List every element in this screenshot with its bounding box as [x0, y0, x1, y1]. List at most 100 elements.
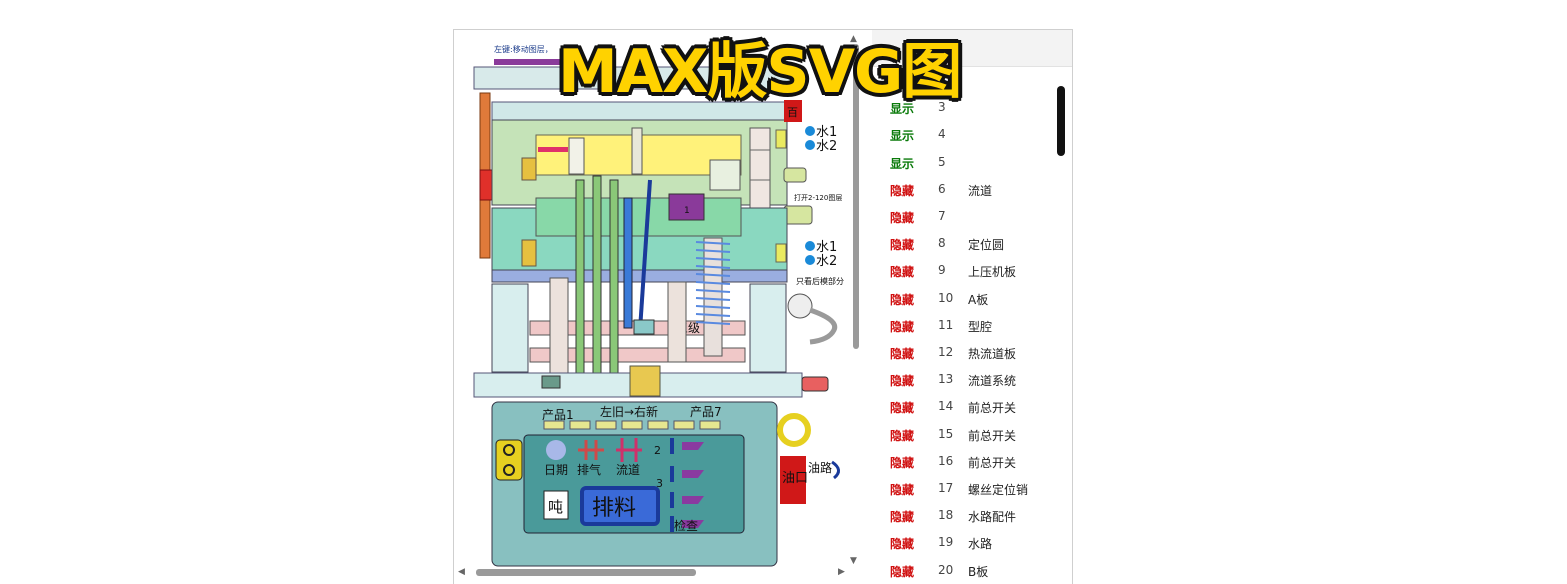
layer-panel-header: [872, 30, 1072, 67]
discharge-label: 排料: [592, 496, 636, 521]
knob-1[interactable]: [503, 444, 515, 456]
layer-visibility-toggle[interactable]: 隐藏: [890, 265, 915, 280]
panel-side-button[interactable]: [495, 439, 523, 481]
layer-number: 4: [938, 127, 946, 142]
support-pillar: [667, 281, 687, 363]
layer-visibility-toggle[interactable]: 隐藏: [890, 537, 915, 552]
date-label: 日期: [544, 463, 568, 477]
discharge-button[interactable]: [580, 486, 660, 526]
svg-canvas[interactable]: 左键:移动图层， 百: [454, 30, 854, 570]
layer-name: 前总开关: [968, 428, 1017, 443]
order-label: 左旧→右新: [600, 404, 658, 419]
layer-visibility-toggle[interactable]: 隐藏: [890, 183, 915, 198]
layer-visibility-toggle[interactable]: 隐藏: [890, 401, 915, 416]
vertical-scroll-thumb[interactable]: [853, 44, 859, 349]
lifter-base: [633, 319, 655, 335]
scroll-right-icon[interactable]: ▶: [838, 567, 845, 577]
n3-label: 3: [656, 477, 663, 490]
product-slots[interactable]: [543, 420, 721, 430]
layer-name: 水路配件: [968, 510, 1017, 525]
layer-name: 定位圆: [968, 238, 1005, 253]
layer-number: 19: [938, 535, 954, 550]
layer-visibility-toggle[interactable]: 隐藏: [890, 374, 915, 389]
scroll-up-icon[interactable]: ▲: [850, 34, 857, 44]
vertical-scrollbar[interactable]: ▲ ▼: [850, 34, 860, 566]
layer-name: 水路: [968, 537, 993, 552]
layer-visibility-toggle[interactable]: 显示: [890, 156, 915, 171]
exhaust-icon[interactable]: [578, 440, 604, 460]
scroll-left-icon[interactable]: ◀: [458, 567, 465, 577]
layer-visibility-toggle[interactable]: 隐藏: [890, 510, 915, 525]
layer-row[interactable]: 隐藏 8 定位圆: [872, 230, 1072, 257]
layer-number: 15: [938, 426, 954, 441]
spacer-right: [749, 283, 787, 373]
open-layer-label[interactable]: 打开2-120图层: [794, 193, 842, 202]
layer-visibility-toggle[interactable]: 隐藏: [890, 238, 915, 253]
date-icon[interactable]: [546, 440, 566, 460]
layer-number: 12: [938, 345, 954, 359]
water-connector-top: [775, 129, 787, 149]
layer-visibility-toggle[interactable]: 显示: [890, 129, 915, 144]
mold-drawing[interactable]: 左键:移动图层， 百: [454, 30, 854, 570]
slot-markers: [682, 442, 704, 528]
runner-icon[interactable]: [616, 438, 642, 462]
layer-name: 前总开关: [968, 455, 1017, 470]
layer-name: 前总开关: [968, 401, 1017, 416]
sprue: [631, 127, 643, 175]
water2-top-label: 水2: [816, 139, 837, 154]
purple-slider: [668, 193, 705, 221]
layer-row[interactable]: 2: [872, 67, 1072, 94]
top-clamp-plate: [473, 66, 805, 90]
layer-row[interactable]: 隐藏 18 水路配件: [872, 502, 1072, 529]
red-fitting: [801, 376, 829, 392]
water1-bot-label: 水1: [816, 240, 837, 255]
ton-box[interactable]: [543, 490, 569, 520]
layer-panel-scroll-thumb[interactable]: [1057, 86, 1065, 156]
layer-visibility-toggle[interactable]: 隐藏: [890, 319, 915, 334]
water2-top-dot: [805, 140, 815, 150]
scroll-down-icon[interactable]: ▼: [850, 556, 857, 566]
ejector-pin-3: [609, 179, 619, 391]
product-first-label: 产品1: [542, 408, 574, 422]
layer-number: 10: [938, 290, 954, 305]
layer-number: 8: [938, 236, 946, 251]
hint-text: 左键:移动图层，: [494, 44, 553, 54]
oil-ring: [777, 413, 811, 447]
layer-visibility-toggle[interactable]: 隐藏: [890, 292, 915, 307]
layer-visibility-toggle[interactable]: 隐藏: [890, 483, 915, 497]
core-insert: [535, 197, 742, 237]
layer-row[interactable]: 隐藏 19 水路: [872, 529, 1072, 556]
water2-bot-label: 水2: [816, 254, 837, 269]
knob-2[interactable]: [503, 464, 515, 476]
pink-bar: [538, 147, 568, 152]
n2-label: 2: [654, 444, 661, 457]
insert-1: [568, 137, 585, 175]
view-rear-label[interactable]: 只看后模部分: [796, 276, 844, 286]
layer-visibility-toggle[interactable]: 隐藏: [890, 211, 915, 225]
layer-row[interactable]: 显示 4: [872, 121, 1072, 148]
horizontal-scroll-thumb[interactable]: [476, 569, 696, 576]
layer-visibility-toggle[interactable]: 隐藏: [890, 455, 915, 470]
layer-row[interactable]: 隐藏 15 前总开关: [872, 421, 1072, 448]
horizontal-scrollbar[interactable]: ◀ ▶: [458, 566, 850, 578]
layer-visibility-toggle[interactable]: 隐藏: [890, 428, 915, 443]
layer-visibility-toggle[interactable]: 隐藏: [890, 347, 915, 361]
layer-visibility-toggle[interactable]: 显示: [890, 102, 915, 117]
oil-tag-label: 油口: [782, 471, 808, 486]
ejector-pin-2: [592, 175, 602, 397]
layer-visibility-toggle[interactable]: 隐藏: [890, 564, 915, 579]
layer-number: 18: [938, 508, 954, 523]
